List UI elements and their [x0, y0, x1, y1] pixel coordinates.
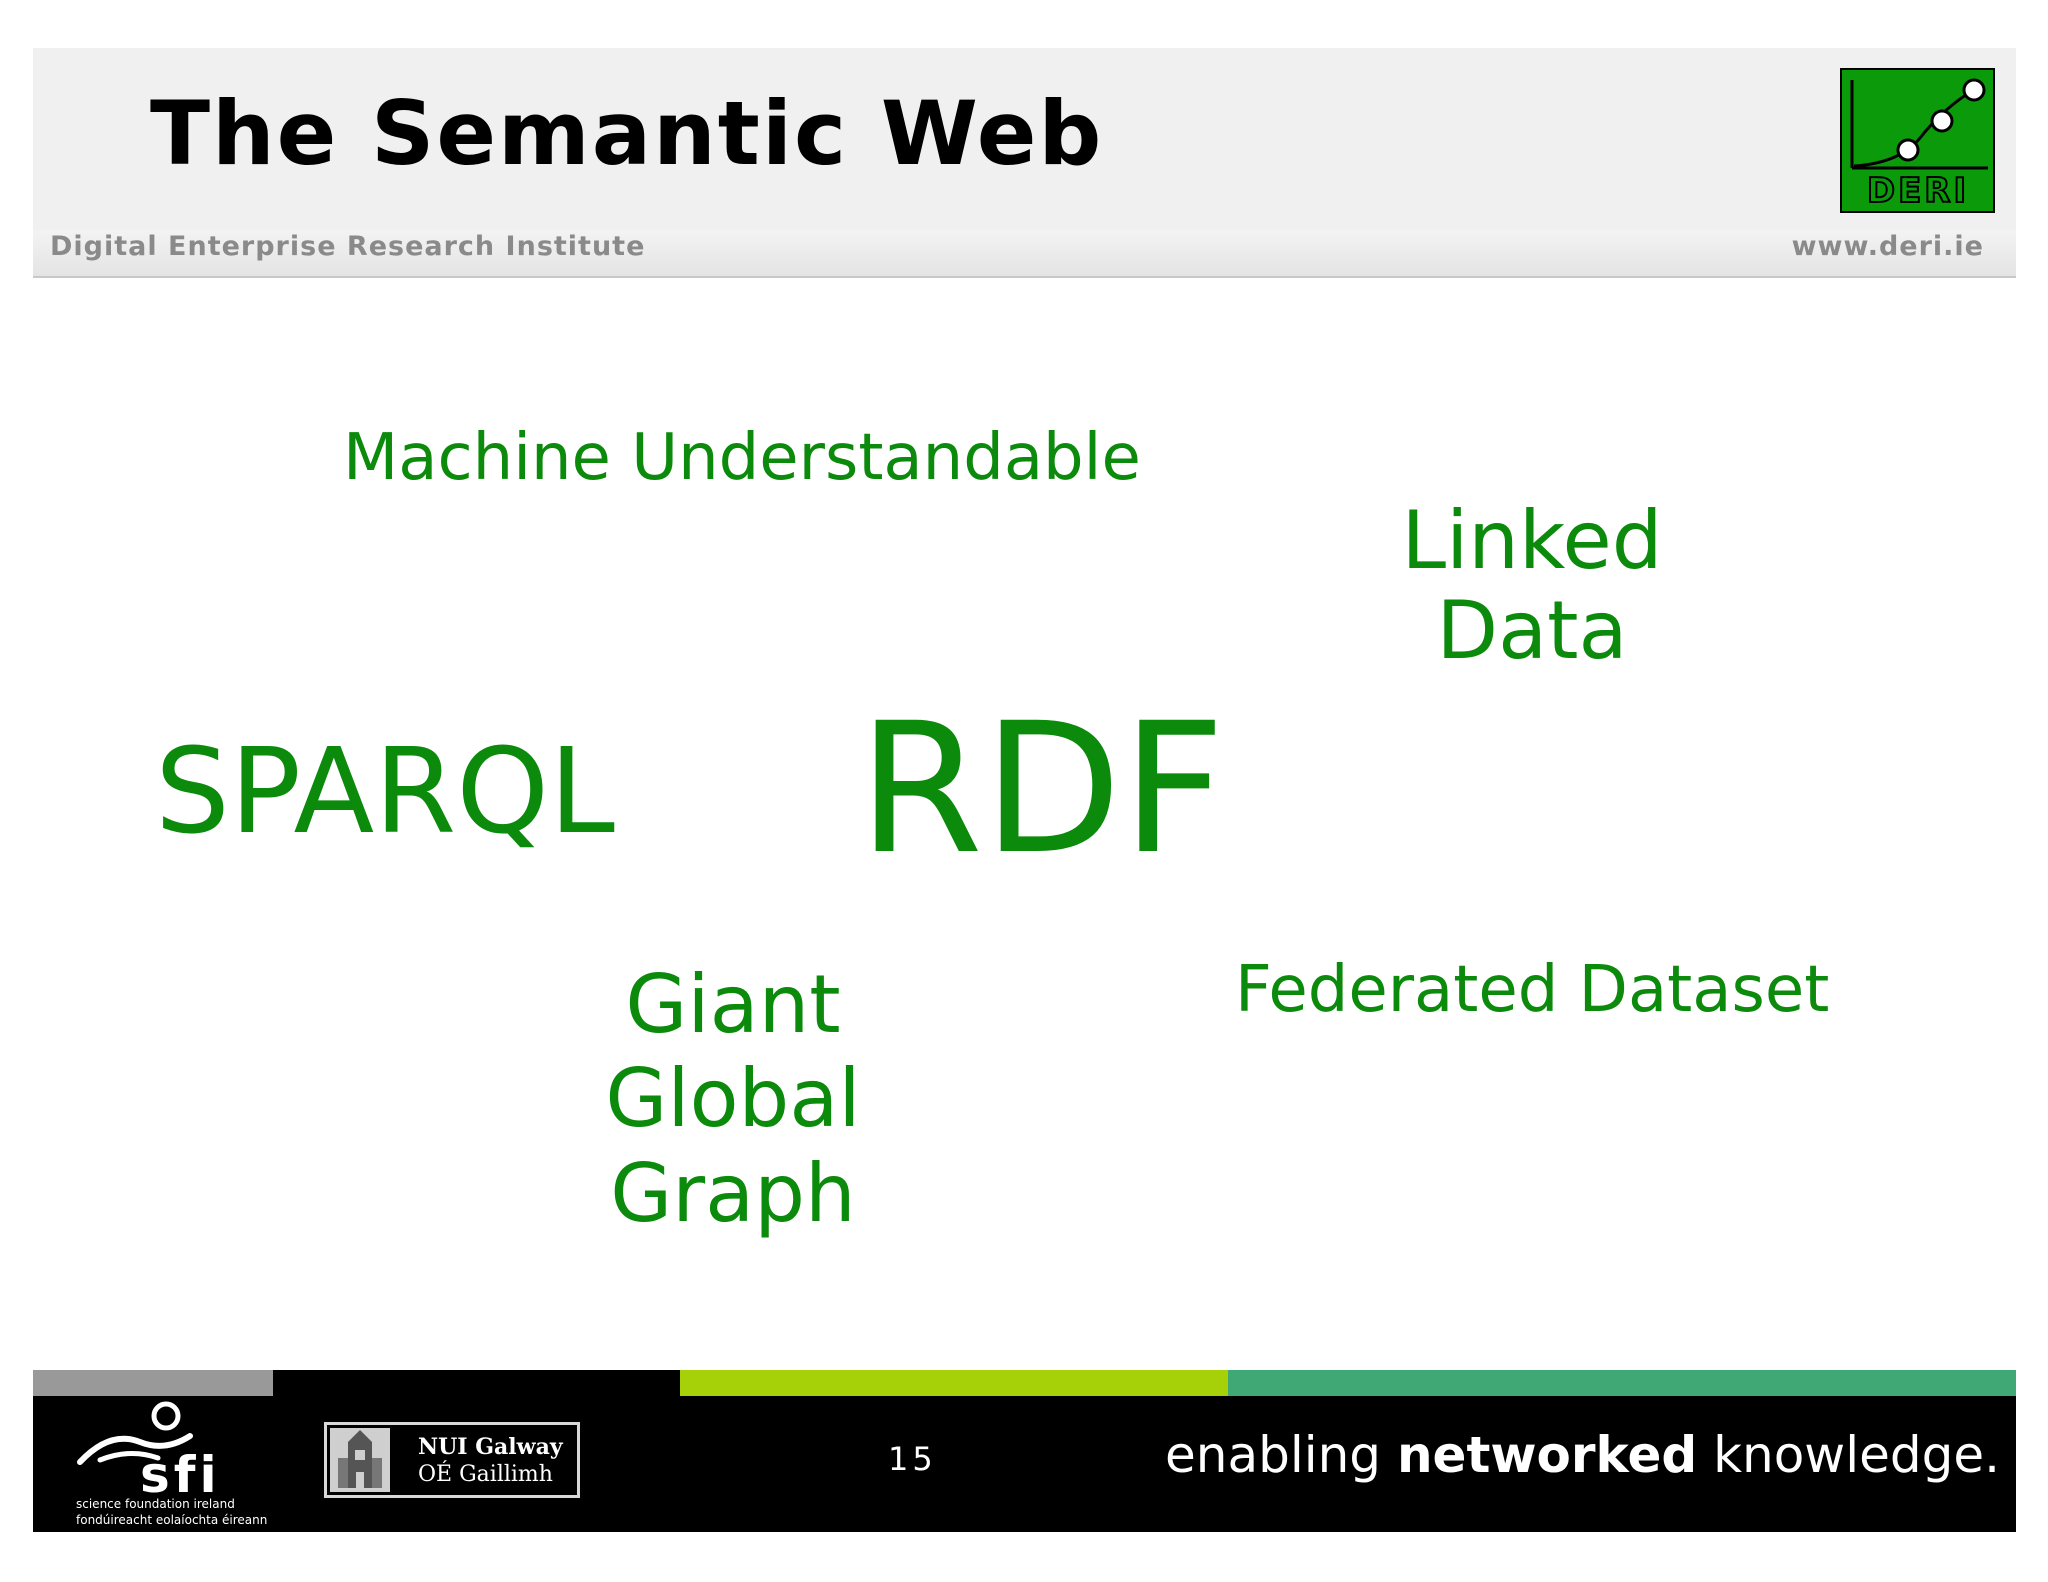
term-giant-line1: Giant: [625, 958, 841, 1051]
deri-logo-icon: DERI: [1840, 68, 1995, 213]
term-giant-line3: Graph: [610, 1146, 856, 1240]
term-rdf: RDF: [858, 685, 1226, 894]
subheader-bar: [33, 230, 2016, 278]
term-sparql: SPARQL: [155, 722, 615, 860]
sfi-name-irish: fondúireacht eolaíochta éireann: [76, 1513, 268, 1527]
footer-bar-lime: [680, 1370, 1228, 1396]
tagline-pre: enabling: [1165, 1426, 1397, 1484]
footer-bar-teal: [1228, 1370, 2016, 1396]
term-linked-line2: Data: [1436, 583, 1628, 677]
page-number: 15: [888, 1440, 937, 1478]
footer-bar-black: [273, 1370, 680, 1396]
term-linked-data: Linked Data: [1392, 496, 1672, 675]
tagline-bold: networked: [1396, 1426, 1698, 1484]
nui-name-english: NUI Galway: [418, 1434, 563, 1460]
tagline-post: knowledge.: [1697, 1426, 2000, 1484]
deri-logo-text: DERI: [1867, 171, 1969, 211]
nui-name-irish: OÉ Gaillimh: [418, 1462, 553, 1487]
term-linked-line1: Linked: [1401, 494, 1663, 587]
header-band: [33, 48, 2016, 230]
term-giant-global-graph: Giant Global Graph: [575, 958, 891, 1241]
website-link[interactable]: www.deri.ie: [1791, 231, 1984, 262]
nui-crest-icon: [330, 1428, 390, 1492]
sfi-logo-icon: sfi: [77, 1401, 221, 1504]
slide-title: The Semantic Web: [150, 82, 1104, 185]
footer-bar-grey: [33, 1370, 273, 1396]
tagline: enabling networked knowledge.: [1165, 1430, 2000, 1480]
term-machine-understandable: Machine Understandable: [343, 421, 1141, 495]
institute-name: Digital Enterprise Research Institute: [50, 231, 646, 262]
sfi-logo-text: sfi: [140, 1446, 221, 1504]
term-giant-line2: Global: [605, 1052, 861, 1146]
term-federated-dataset: Federated Dataset: [1235, 953, 1830, 1027]
sfi-name-english: science foundation ireland: [76, 1497, 235, 1511]
